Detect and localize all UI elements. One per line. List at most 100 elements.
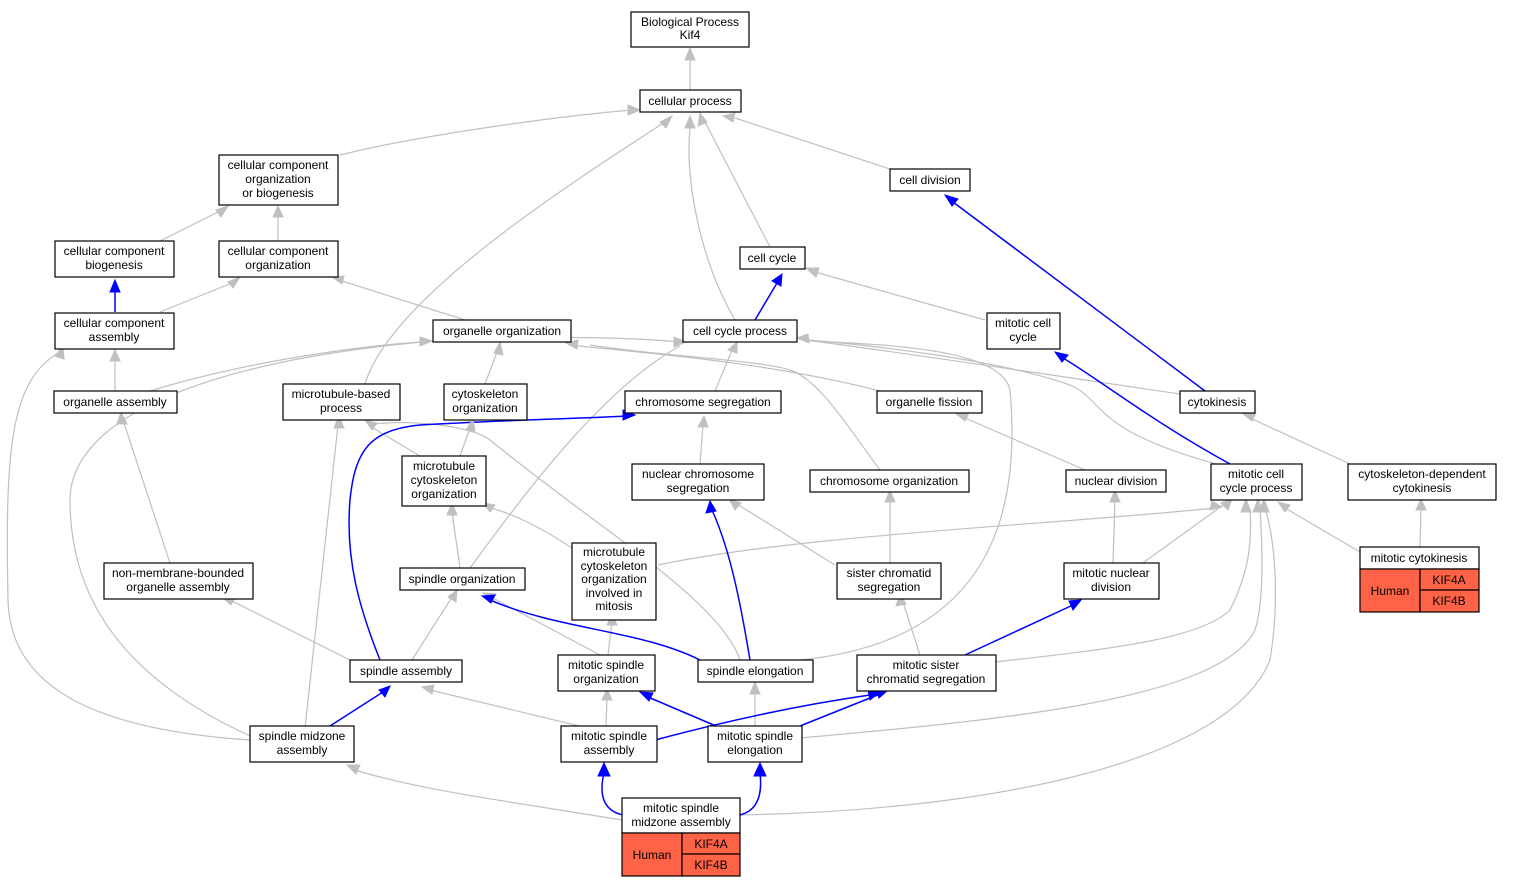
node-mitotic-spindle-midzone-assembly[interactable]: mitotic spindle midzone assembly Human K… — [621, 797, 741, 877]
edge — [799, 339, 1013, 661]
node-cytoskeleton-organization[interactable]: cytoskeleton organization — [443, 383, 528, 421]
node-nuclear-chromosome-segregation[interactable]: nuclear chromosome segregation — [631, 463, 765, 501]
node-cytoskeleton-dependent-cytokinesis[interactable]: cytoskeleton-dependent cytokinesis — [1347, 463, 1497, 501]
edge — [489, 599, 701, 661]
node-cellular-component-organization[interactable]: cellular component organization — [218, 240, 339, 278]
node-chromosome-segregation[interactable]: chromosome segregation — [624, 390, 782, 414]
node-microtubule-cytoskeleton-organization[interactable]: microtubule cytoskeleton organization — [401, 455, 487, 507]
node-label: cytoskeleton — [581, 559, 648, 573]
node-sister-chromatid-segregation[interactable]: sister chromatid segregation — [836, 562, 942, 600]
node-mitotic-nuclear-division[interactable]: mitotic nuclear division — [1063, 562, 1160, 600]
edge — [1139, 502, 1227, 566]
node-label: cell cycle — [748, 251, 797, 265]
node-label: cellular process — [648, 94, 731, 108]
node-mitotic-spindle-assembly[interactable]: mitotic spindle assembly — [560, 725, 658, 763]
node-organelle-organization[interactable]: organelle organization — [432, 319, 572, 343]
node-label: spindle organization — [409, 572, 516, 586]
node-label: cellular component — [228, 244, 329, 258]
node-mitotic-sister-chromatid-segregation[interactable]: mitotic sister chromatid segregation — [856, 654, 997, 692]
node-label: spindle elongation — [707, 664, 804, 678]
edge — [329, 691, 384, 727]
edge — [484, 351, 498, 385]
node-cellular-component-biogenesis[interactable]: cellular component biogenesis — [54, 240, 175, 278]
edge — [607, 621, 613, 656]
edge — [339, 109, 633, 156]
edge — [734, 117, 891, 170]
node-label: cycle process — [1220, 481, 1293, 495]
edge — [341, 280, 466, 321]
gene-cell[interactable] — [1419, 589, 1480, 613]
edge — [304, 424, 339, 729]
edge — [704, 121, 771, 248]
edge — [469, 345, 681, 569]
node-nuclear-division[interactable]: nuclear division — [1065, 469, 1167, 493]
node-label: microtubule — [413, 459, 475, 473]
node-label: cytokinesis — [1188, 395, 1247, 409]
node-spindle-assembly[interactable]: spindle assembly — [349, 659, 463, 683]
gene-cell[interactable] — [681, 853, 741, 877]
node-label: Kif4 — [680, 28, 701, 42]
node-label: mitotic cytokinesis — [1371, 551, 1468, 565]
edge — [714, 349, 733, 392]
node-label: involved in — [586, 586, 643, 600]
gene-label: KIF4A — [1432, 573, 1465, 587]
node-mitotic-spindle-organization[interactable]: mitotic spindle organization — [557, 654, 656, 692]
node-label: midzone assembly — [631, 815, 730, 829]
node-label: sister chromatid — [847, 566, 932, 580]
edge — [952, 201, 1206, 392]
node-spindle-elongation[interactable]: spindle elongation — [697, 659, 814, 683]
edge — [231, 600, 351, 661]
node-cellular-process[interactable]: cellular process — [639, 89, 742, 113]
node-label: cellular component — [64, 316, 165, 330]
node-label: organization — [573, 672, 638, 686]
gene-label: KIF4B — [694, 858, 727, 872]
node-root[interactable]: Biological Process Kif4 — [630, 11, 750, 48]
edge — [601, 772, 624, 816]
node-cell-division[interactable]: cell division — [889, 168, 971, 192]
edge — [1249, 417, 1351, 465]
node-mitotic-cytokinesis[interactable]: mitotic cytokinesis Human KIF4A KIF4B — [1359, 546, 1480, 613]
node-label: non-membrane-bounded — [112, 566, 244, 580]
node-non-membrane-bounded-organelle-assembly[interactable]: non-membrane-bounded organelle assembly — [103, 562, 254, 600]
edge — [6, 351, 251, 741]
node-label: organelle assembly — [63, 395, 166, 409]
node-cellular-component-assembly[interactable]: cellular component assembly — [54, 312, 175, 350]
node-cytokinesis[interactable]: cytokinesis — [1179, 390, 1256, 414]
node-label: mitosis — [595, 599, 632, 613]
node-cellular-component-organization-or-biogenesis[interactable]: cellular component organization or bioge… — [218, 154, 339, 206]
edge — [1284, 507, 1361, 553]
node-label: organelle fission — [886, 395, 973, 409]
species-label: Human — [633, 848, 672, 862]
node-label: Biological Process — [641, 15, 739, 29]
node-chromosome-organization[interactable]: chromosome organization — [809, 469, 970, 493]
node-label: chromatid segregation — [867, 672, 986, 686]
edge — [451, 511, 461, 569]
node-spindle-midzone-assembly[interactable]: spindle midzone assembly — [249, 725, 355, 763]
edge — [354, 769, 623, 821]
node-label: biogenesis — [85, 258, 142, 272]
edge — [964, 604, 1074, 656]
node-microtubule-cytoskeleton-organization-mitosis[interactable]: microtubule cytoskeleton organization in… — [571, 542, 657, 621]
species-cell — [1359, 568, 1421, 613]
node-cell-cycle-process[interactable]: cell cycle process — [682, 319, 798, 343]
node-mitotic-cell-cycle[interactable]: mitotic cell cycle — [986, 312, 1061, 350]
node-label: organelle assembly — [126, 580, 229, 594]
edge — [804, 339, 1181, 395]
node-microtubule-based-process[interactable]: microtubule-based process — [282, 383, 401, 421]
node-organelle-assembly[interactable]: organelle assembly — [53, 390, 178, 414]
node-mitotic-spindle-elongation[interactable]: mitotic spindle elongation — [707, 725, 803, 763]
node-cell-cycle[interactable]: cell cycle — [739, 246, 806, 270]
node-spindle-organization[interactable]: spindle organization — [399, 567, 526, 591]
edge — [688, 127, 736, 321]
node-label: organization — [581, 572, 646, 586]
edge — [739, 507, 1277, 816]
node-organelle-fission[interactable]: organelle fission — [876, 390, 983, 414]
node-label: organization — [452, 401, 517, 415]
edge — [429, 689, 601, 732]
edge — [964, 417, 1086, 471]
node-label: or biogenesis — [242, 186, 313, 200]
edge — [459, 427, 471, 457]
node-mitotic-cell-cycle-process[interactable]: mitotic cell cycle process — [1210, 463, 1303, 501]
edge — [902, 601, 921, 656]
node-label: cytoskeleton — [452, 387, 519, 401]
